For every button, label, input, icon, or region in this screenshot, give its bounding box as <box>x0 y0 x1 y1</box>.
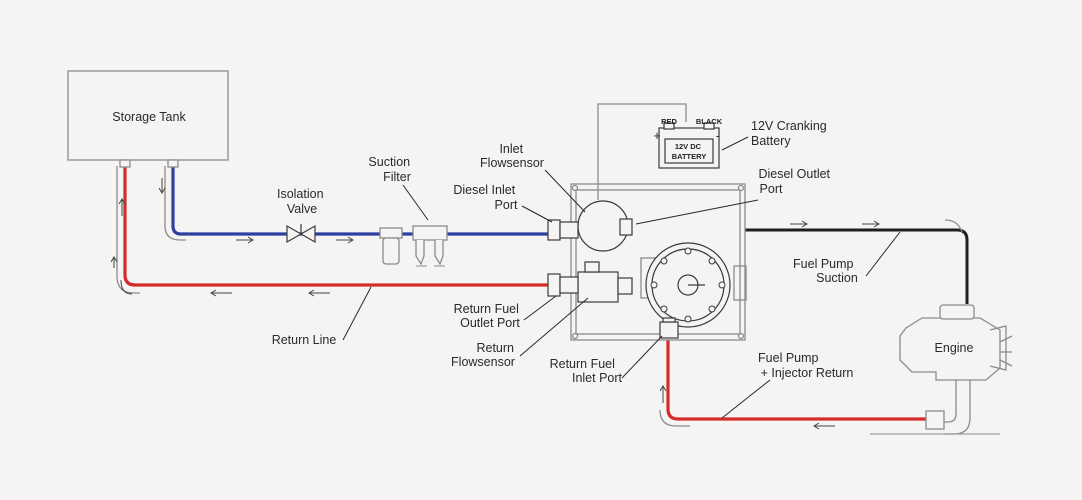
battery-label: 12V Cranking Battery <box>751 119 830 148</box>
svg-text:+: + <box>653 129 660 143</box>
return-line-label: Return Line <box>272 333 337 347</box>
injector-shadow <box>659 409 690 427</box>
return-flowsensor-label: Return Flowsensor <box>451 341 517 369</box>
svg-text:12V DC BATTERY: 12V DC BATTERY <box>672 142 707 161</box>
return-fuel-inlet-port-label: Return Fuel Inlet Port <box>550 357 623 385</box>
suction-filter-label: Suction Filter <box>368 155 413 184</box>
supply-line <box>171 166 558 236</box>
svg-text:-: - <box>716 129 720 143</box>
return-line-shadow <box>116 166 140 294</box>
diesel-inlet-port-label: Diesel Inlet Port <box>453 183 518 212</box>
fuel-pump-injector-return-label: Fuel Pump + Injector Return <box>758 351 853 380</box>
tank-outlet-shadow <box>164 166 186 241</box>
flow-meter-unit <box>547 103 747 341</box>
fuel-pump-suction-label: Fuel Pump Suction <box>793 257 858 285</box>
suction-line <box>640 228 969 304</box>
storage-tank-label: Storage Tank <box>112 110 186 124</box>
svg-text:RED: RED <box>661 117 677 126</box>
diesel-outlet-port-label: Diesel Outlet Port <box>758 167 833 196</box>
suction-shadow <box>944 219 963 233</box>
cranking-battery: RED BLACK + - 12V DC BATTERY 12V Crankin… <box>653 117 830 169</box>
flow-arrows <box>110 178 880 430</box>
engine-label: Engine <box>935 341 974 355</box>
engine: Engine <box>870 304 1013 435</box>
return-line-pipe <box>123 166 556 287</box>
isolation-valve: Isolation Valve <box>277 187 327 244</box>
inlet-flowsensor-label: Inlet Flowsensor <box>480 142 544 170</box>
suction-filter: Suction Filter <box>368 155 448 267</box>
return-fuel-outlet-port-label: Return Fuel Outlet Port <box>454 302 523 330</box>
injector-return-line <box>666 338 933 421</box>
isolation-valve-label: Isolation Valve <box>277 187 327 216</box>
storage-tank: Storage Tank <box>67 70 229 168</box>
svg-text:BLACK: BLACK <box>696 117 723 126</box>
return-flowsensor <box>577 271 619 303</box>
